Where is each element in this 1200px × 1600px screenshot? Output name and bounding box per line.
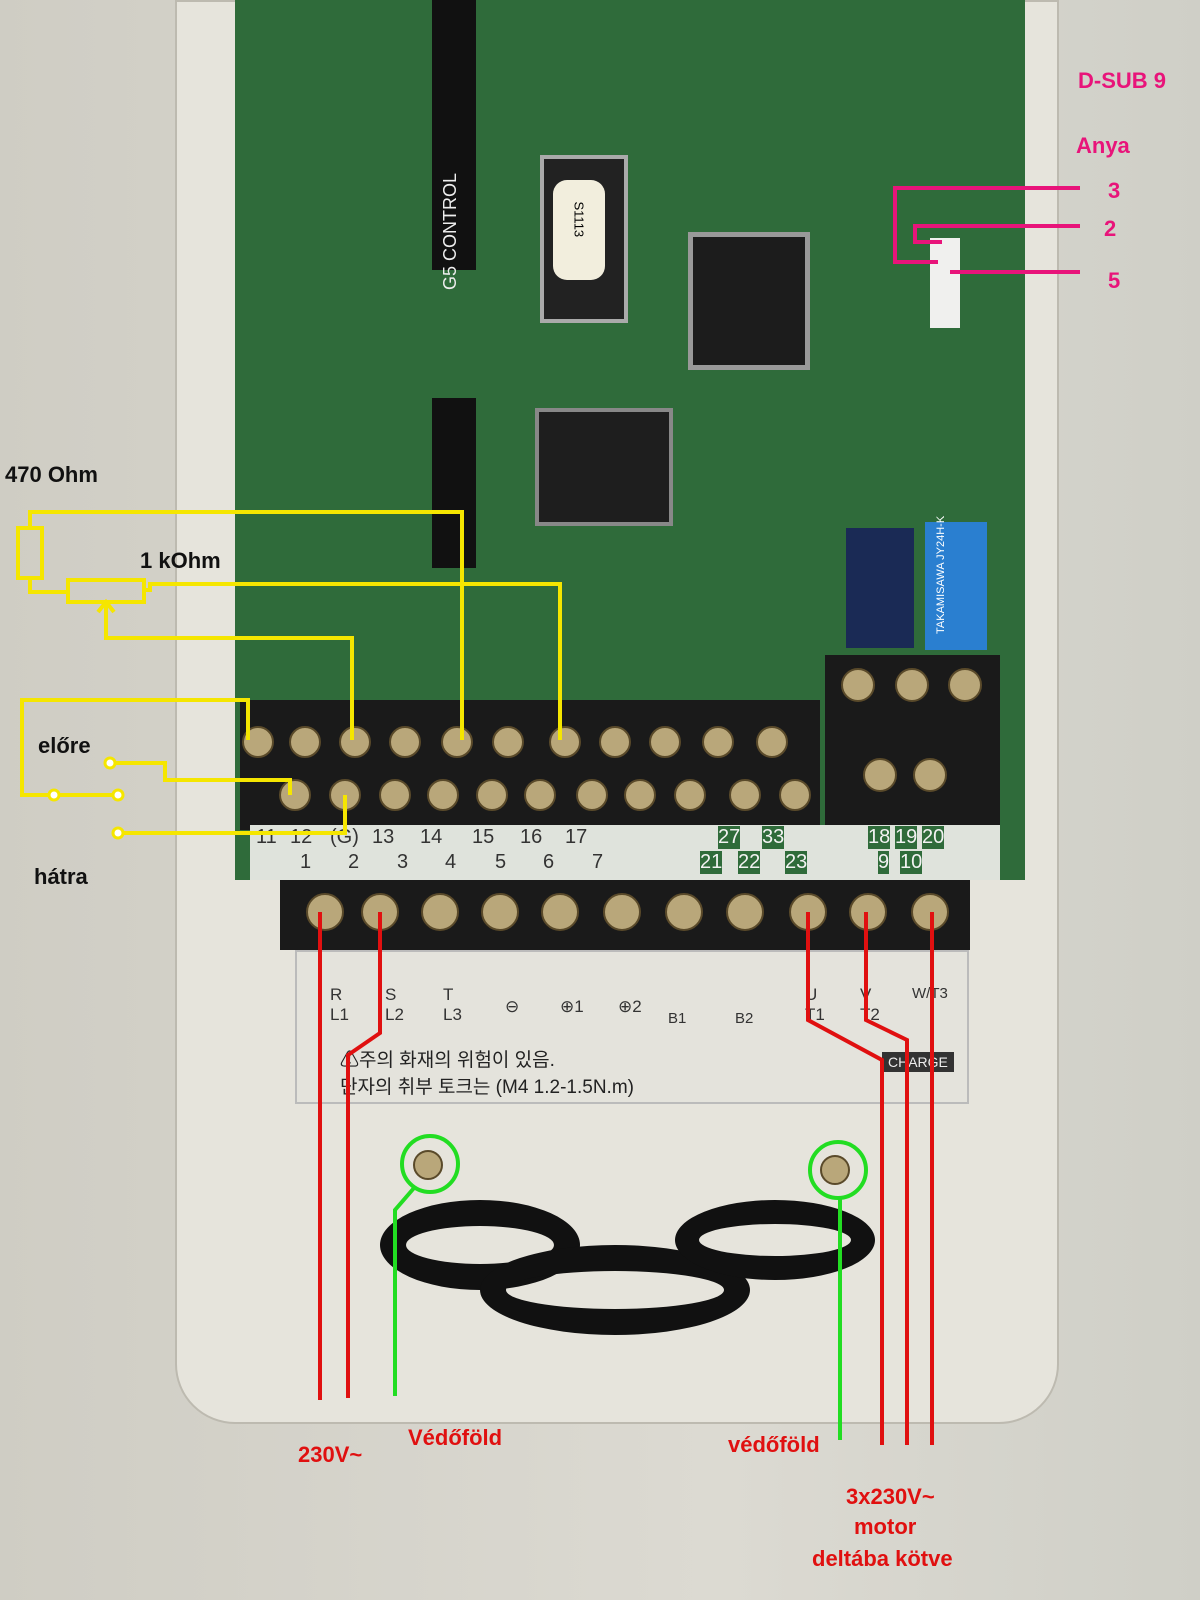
terminal-label: 27: [718, 826, 741, 849]
power-terminal-label: ⊖: [505, 997, 520, 1016]
pin2-wire: [913, 224, 1080, 244]
power-wires: [318, 912, 934, 1445]
pin3-wire: [893, 186, 1080, 264]
blue-relay: TAKAMISAWA JY24H-K: [925, 516, 987, 650]
l2-wire: [346, 912, 382, 1398]
reverse-contact-wire: [118, 795, 347, 835]
terminal-label: 10: [900, 851, 923, 874]
power-terminal-label: B2: [735, 1010, 754, 1027]
control-wires: [16, 510, 562, 835]
pot-right-wire: [144, 582, 562, 740]
terminal-label: 3: [397, 851, 409, 873]
asic-chip: [535, 408, 673, 526]
potentiometer-symbol: [66, 578, 146, 604]
motor-label: motor: [854, 1514, 917, 1539]
protective-earth-label-left: Védőföld: [408, 1425, 503, 1450]
power-label-plate: [295, 950, 969, 1104]
eprom-sticker: S1113: [553, 180, 605, 280]
terminal-label: 21: [700, 851, 723, 874]
forward-contact-wire: [116, 761, 292, 795]
delta-connection-label: deltába kötve: [812, 1546, 953, 1571]
mains-voltage-label: 230V~: [298, 1442, 363, 1467]
protective-earth-label-right: védőföld: [728, 1432, 820, 1457]
terminal-label: 6: [543, 851, 555, 873]
warning-text: ⚠주의 화재의 위험이 있음. 단자의 취부 토크는 (M4 1.2-1.5N.…: [340, 1050, 634, 1098]
ground-wires: [393, 1134, 868, 1440]
terminal-label: 22: [738, 851, 761, 874]
resistor-470-symbol: [16, 526, 44, 580]
power-terminal-label: B1: [668, 1010, 687, 1027]
dsub-wires: [893, 186, 1080, 274]
terminal-label: 18: [868, 826, 891, 849]
power-terminal-label: ⊕1: [560, 997, 584, 1016]
terminal-label: 17: [565, 826, 588, 848]
pin5-label: 5: [1108, 268, 1121, 293]
cpu-chip: [688, 232, 810, 370]
ground-screw-left-marker: [400, 1134, 460, 1194]
ribbon-connector-2: [432, 398, 476, 568]
power-terminal-label: W/T3: [912, 985, 948, 1002]
potentiometer-label: 1 kOhm: [140, 548, 221, 573]
pot-wiper-arrow: [96, 598, 116, 614]
terminal-label: 15: [472, 826, 495, 848]
common-wire: [20, 698, 250, 797]
terminal-label: 7: [592, 851, 604, 873]
terminal-label: 23: [785, 851, 808, 874]
power-terminal-label: S L2: [385, 985, 404, 1024]
t2-wire: [864, 912, 909, 1445]
ribbon-connector: [432, 0, 476, 270]
dsub-header: [930, 238, 960, 328]
motor-voltage-label: 3x230V~: [846, 1484, 935, 1509]
power-terminal-label: ⊕2: [618, 997, 642, 1016]
resistor-470-label: 470 Ohm: [5, 462, 98, 487]
terminal-label: 13: [372, 826, 395, 848]
forward-label: előre: [38, 733, 91, 758]
resistor-top-wire: [28, 510, 464, 740]
terminal-label: 33: [762, 826, 785, 849]
ground-left-wire: [393, 1186, 416, 1396]
terminal-label: 16: [520, 826, 543, 848]
dsub-label: D-SUB 9: [1078, 68, 1167, 93]
terminal-label: 20: [922, 826, 945, 849]
terminal-label: 1: [300, 851, 312, 873]
relay: [846, 528, 914, 648]
resistor-bottom-wire: [28, 578, 68, 594]
power-terminal-label: T L3: [443, 985, 462, 1024]
terminal-label: 4: [445, 851, 457, 873]
terminal-label: 14: [420, 826, 443, 848]
ground-screw-right-marker: [808, 1140, 868, 1200]
reverse-label: hátra: [34, 864, 88, 889]
terminal-label: 19: [895, 826, 918, 849]
pot-wiper-wire: [104, 602, 354, 740]
t1-wire: [806, 912, 884, 1445]
power-terminal-label: R L1: [330, 985, 349, 1024]
pin3-label: 3: [1108, 178, 1121, 203]
pin2-label: 2: [1104, 216, 1117, 241]
anya-label: Anya: [1076, 133, 1130, 158]
terminal-label: 2: [348, 851, 360, 873]
terminal-label: 9: [878, 851, 890, 874]
terminal-label: 5: [495, 851, 507, 873]
